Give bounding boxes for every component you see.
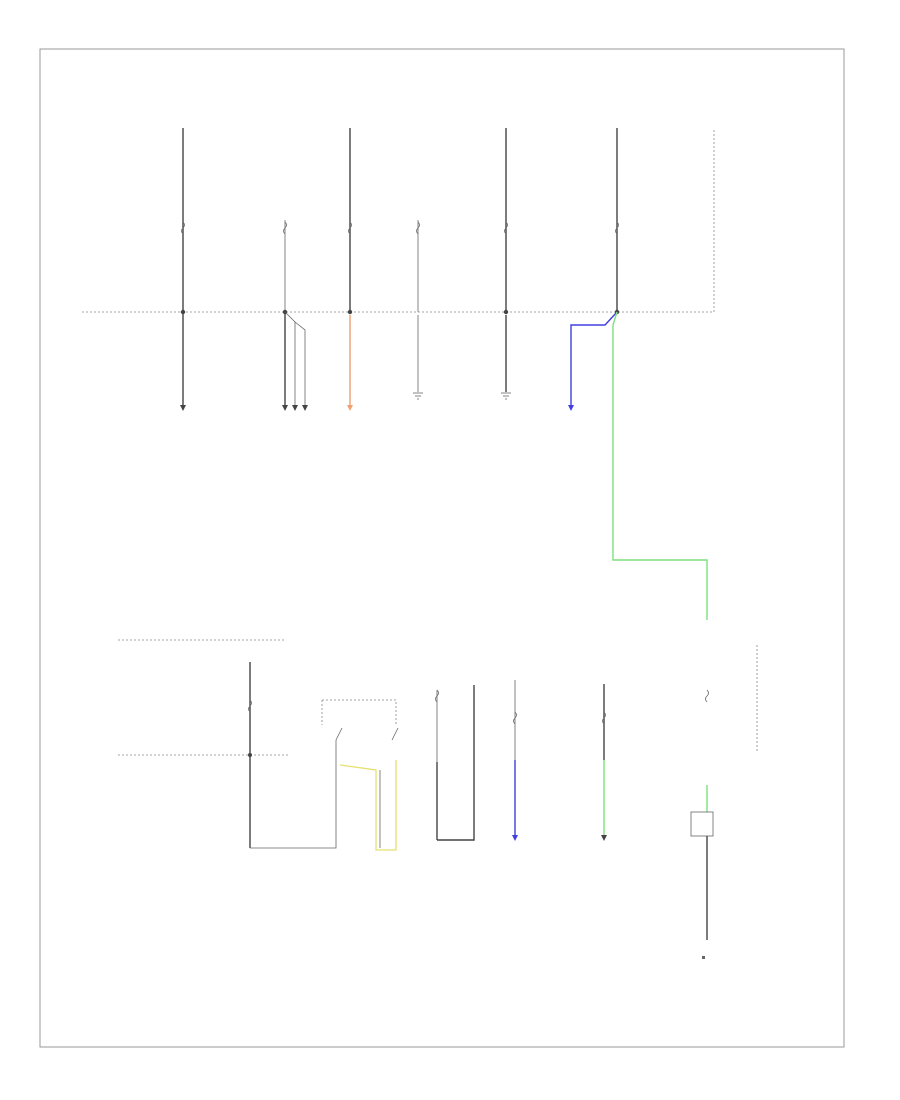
fuse-icon: [283, 221, 287, 235]
blue-wire: [570, 311, 618, 408]
ground-connector: [702, 956, 705, 959]
output-wire: [284, 311, 296, 408]
ground-icon: [501, 392, 511, 400]
fuse-icon: [513, 711, 517, 725]
arrow-icon: [512, 835, 518, 841]
arrow-icon: [347, 405, 353, 411]
connector-dot: [503, 309, 509, 315]
fuse-icon: [248, 699, 252, 713]
connector-dot: [347, 309, 353, 315]
connector-dot: [248, 753, 252, 757]
arrow-icon: [180, 405, 186, 411]
fuse-icon: [602, 711, 606, 725]
yellow-wire: [339, 760, 397, 851]
arrow-icon: [302, 405, 308, 411]
relay-boundary: [321, 699, 397, 725]
output-wire: [437, 685, 475, 841]
bottom-power-distribution: [118, 639, 758, 959]
fuse-icon: [416, 221, 420, 235]
fuse-icon: [181, 221, 185, 235]
switch-icon: [335, 727, 343, 741]
fuse-symbols: [181, 221, 619, 235]
arrow-icon: [601, 835, 607, 841]
ground-icon: [413, 392, 423, 400]
diagram-frame: [39, 48, 845, 1048]
arrow-icon: [568, 405, 574, 411]
top-power-distribution: [82, 128, 715, 620]
relay-box: [690, 811, 714, 837]
loop-wire: [250, 740, 337, 849]
output-wire: [294, 321, 306, 408]
arrow-icon: [292, 405, 298, 411]
switch-icon: [391, 727, 399, 741]
green-wire: [612, 311, 708, 620]
fuse-icon: [504, 221, 508, 235]
fuse-icon: [705, 689, 709, 703]
arrow-icon: [282, 405, 288, 411]
fuse-icon: [348, 221, 352, 235]
fuse-icon: [615, 221, 619, 235]
